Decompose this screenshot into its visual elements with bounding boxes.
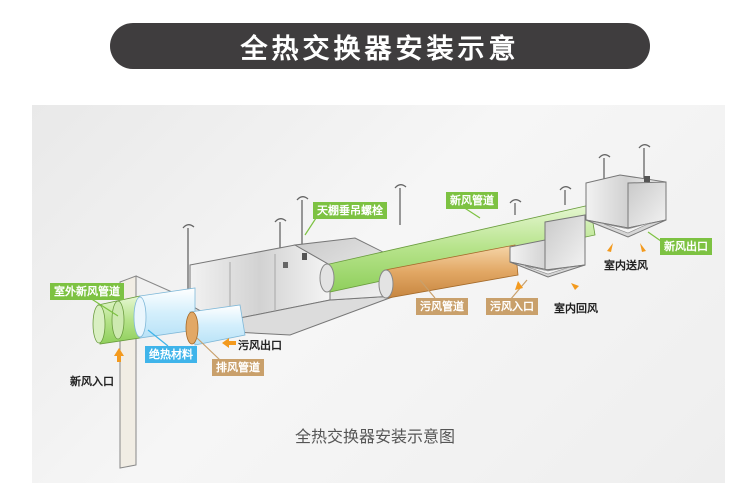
label-insulation-material: 绝热材料: [145, 346, 197, 363]
label-indoor-return-air: 室内回风: [554, 302, 598, 315]
arrow-left-icon: [222, 338, 236, 348]
outdoor-fresh-air-pipe: [92, 287, 196, 345]
label-exhaust-duct: 排风管道: [212, 359, 264, 376]
arrow-up-icon: [114, 348, 124, 362]
label-dirty-air-inlet: 污风入口: [486, 298, 538, 315]
supply-air-box: [585, 174, 667, 238]
return-air-box: [509, 214, 586, 278]
label-dirty-air-duct: 污风管道: [416, 298, 468, 315]
leader-lines: [89, 204, 669, 361]
title-banner: 全热交换器安装示意: [110, 23, 650, 69]
diagram-caption: 全热交换器安装示意图: [294, 427, 455, 446]
label-ceiling-hanging-bolt: 天棚垂吊螺栓: [313, 202, 387, 219]
label-fresh-air-outlet: 新风出口: [660, 238, 712, 255]
label-dirty-air-outlet: 污风出口: [238, 339, 282, 352]
arrow-down-icon: [607, 243, 613, 252]
exhaust-pipe: [185, 304, 246, 346]
arrow-down-icon: [640, 243, 646, 252]
dirty-air-pipe: [378, 244, 519, 299]
page-title: 全热交换器安装示意: [240, 33, 520, 65]
arrow-up-icon: [515, 281, 523, 290]
label-fresh-air-inlet: 新风入口: [70, 375, 114, 388]
label-fresh-air-duct: 新风管道: [446, 192, 498, 209]
label-indoor-supply-air: 室内送风: [604, 259, 648, 272]
airflow-arrows: [114, 243, 646, 362]
arrow-up-icon: [571, 283, 579, 290]
label-outdoor-fresh-air-duct: 室外新风管道: [50, 283, 124, 300]
